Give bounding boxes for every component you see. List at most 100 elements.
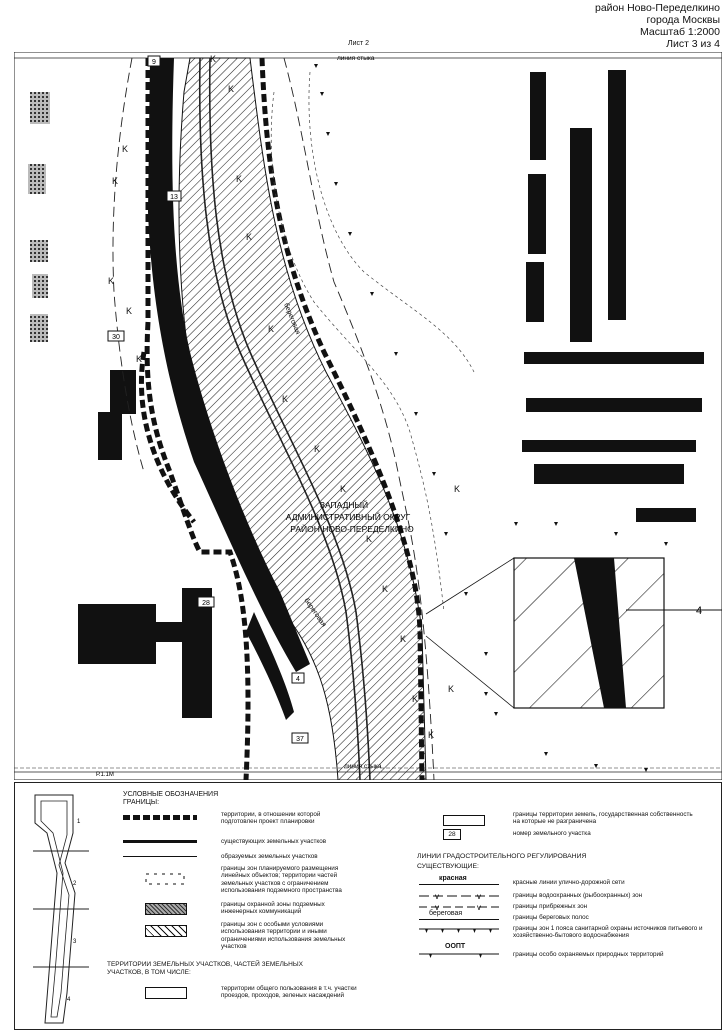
inset-detail: 4 <box>425 557 722 709</box>
parcel-37: 37 <box>296 736 304 743</box>
road-band <box>148 58 310 672</box>
symbol-state-land <box>443 815 485 826</box>
svg-text:K: K <box>314 444 320 454</box>
symbol-planning-boundary <box>123 815 197 820</box>
symbol-existing-parcels <box>123 840 197 843</box>
road-band-lower <box>246 612 294 720</box>
header-scale: Масштаб 1:2000 <box>640 26 720 38</box>
svg-text:K: K <box>268 324 274 334</box>
parcel-28: 28 <box>202 600 210 607</box>
svg-text:K: K <box>136 354 142 364</box>
svg-text:K: K <box>400 634 406 644</box>
legend-item-state-land: границы территории земель, государственн… <box>513 811 693 826</box>
key-red-line: красная <box>439 875 467 882</box>
right-buildings <box>522 70 704 522</box>
svg-text:v: v <box>477 903 481 912</box>
legend-item-oopt: границы особо охраняемых природных терри… <box>513 951 664 958</box>
legend-item-sanitary: границы зон 1 пояса санитарной охраны ис… <box>513 925 703 940</box>
legend-item-special: границы зон с особыми условиями использо… <box>221 921 346 951</box>
legend-item-parcel-number: номер земельного участка <box>513 830 591 837</box>
svg-text:v: v <box>477 892 481 901</box>
legend-item-public: территории общего пользования в т.ч. уча… <box>221 985 357 1000</box>
left-buildings <box>28 92 50 342</box>
svg-text:K: K <box>126 306 132 316</box>
svg-text:K: K <box>228 84 234 94</box>
district-line1: ЗАПАДНЫЙ <box>320 499 368 510</box>
svg-text:K: K <box>246 232 252 242</box>
symbol-red-line <box>419 884 499 885</box>
symbol-utility-zone <box>145 903 187 915</box>
header-city: города Москвы <box>646 14 720 26</box>
k-markers: KKK KKK KKK KKK KKK KKK KK <box>108 54 460 740</box>
parcel-numbers: 9 13 30 28 4 37 <box>107 55 309 744</box>
legend-item-new: образуемых земельных участков <box>221 853 318 860</box>
svg-text:K: K <box>366 534 372 544</box>
map-canvas: линия стыка <box>14 52 722 780</box>
legend-panel: 1 2 3 4 УСЛОВНЫЕ ОБОЗНАЧЕНИЯ ГРАНИЦЫ: те… <box>14 782 722 1030</box>
territories-title: ТЕРРИТОРИИ ЗЕМЕЛЬНЫХ УЧАСТКОВ, ЧАСТЕЙ ЗЕ… <box>107 961 303 976</box>
symbol-public-territory <box>145 987 187 999</box>
symbol-shore <box>419 919 499 920</box>
track-lines <box>198 57 371 780</box>
legend-item-red-line: красные линии улично-дорожной сети <box>513 879 625 886</box>
legend-item-shore: границы береговых полос <box>513 914 589 921</box>
symbol-waterzone: v v <box>419 892 499 901</box>
legend-item-existing: существующих земельных участков <box>221 838 327 845</box>
svg-text:K: K <box>282 394 288 404</box>
svg-text:K: K <box>454 484 460 494</box>
svg-text:K: K <box>108 276 114 286</box>
symbol-linear-zone <box>145 873 185 885</box>
symbol-oopt <box>419 953 499 958</box>
svg-text:K: K <box>210 54 216 64</box>
symbol-parcel-number: 28 <box>443 829 461 840</box>
parcel-9: 9 <box>152 59 156 66</box>
district-label: ЗАПАДНЫЙ АДМИНИСТРАТИВНЫЙ ОКРУГ РАЙОН НО… <box>286 499 414 534</box>
svg-text:K: K <box>112 176 118 186</box>
key-oopt: ООПТ <box>445 943 466 950</box>
symbol-sanitary-zone <box>419 928 499 933</box>
legend-item-linear: границы зон планируемого размещения лине… <box>221 865 342 895</box>
sheet-index-map: 1 2 3 4 <box>33 794 89 1024</box>
key-shore: береговая <box>429 910 463 917</box>
legend-item-utility: границы охранной зоны подземных инженерн… <box>221 901 325 916</box>
join-label-bottom: линия стыка <box>344 763 382 770</box>
header-district: район Ново-Переделкино <box>595 2 720 14</box>
legend-subtitle: ГРАНИЦЫ: <box>123 799 160 806</box>
sheet-header: район Ново-Переделкино города Москвы Мас… <box>595 2 720 50</box>
sheet-top-label: Лист 2 <box>348 40 370 47</box>
svg-text:K: K <box>122 144 128 154</box>
join-label-top: линия стыка <box>337 55 375 62</box>
svg-text:K: K <box>412 694 418 704</box>
svg-text:K: K <box>340 484 346 494</box>
planning-boundary <box>139 57 425 780</box>
parcel-4: 4 <box>296 676 300 683</box>
index-sheet-2: 2 <box>73 881 77 887</box>
legend-title: УСЛОВНЫЕ ОБОЗНАЧЕНИЯ <box>123 791 219 798</box>
parcel-30: 30 <box>112 334 120 341</box>
legend-item-coastal: границы прибрежных зон <box>513 903 588 910</box>
shore-lines <box>270 71 475 613</box>
svg-text:v: v <box>435 892 439 901</box>
regulation-title: ЛИНИИ ГРАДОСТРОИТЕЛЬНОГО РЕГУЛИРОВАНИЯ <box>417 853 587 860</box>
svg-text:K: K <box>448 684 454 694</box>
svg-text:v: v <box>435 903 439 912</box>
header-sheet: Лист 3 из 4 <box>666 38 720 50</box>
zone-lines <box>112 57 435 780</box>
dark-buildings <box>78 370 212 718</box>
legend-item-waterzone: границы водоохранных (рыбоохранных) зон <box>513 892 643 899</box>
svg-text:K: K <box>236 174 242 184</box>
index-sheet-4: 4 <box>67 997 71 1003</box>
waterzone-triangles <box>314 64 668 772</box>
district-line3: РАЙОН НОВО-ПЕРЕДЕЛКИНО <box>290 523 414 534</box>
svg-text:K: K <box>382 584 388 594</box>
parcel-13: 13 <box>170 194 178 201</box>
regulation-subtitle: СУЩЕСТВУЮЩИЕ: <box>417 863 479 870</box>
legend-item-planning: территории, в отношении которой подготов… <box>221 811 321 826</box>
index-sheet-1: 1 <box>77 819 81 825</box>
symbol-new-parcels <box>123 856 197 857</box>
redline-label: Р.1.1М <box>96 772 114 778</box>
symbol-coastal-zone: v v <box>419 903 499 912</box>
index-sheet-3: 3 <box>73 939 77 945</box>
district-line2: АДМИНИСТРАТИВНЫЙ ОКРУГ <box>286 511 411 522</box>
inset-number: 4 <box>696 605 702 617</box>
